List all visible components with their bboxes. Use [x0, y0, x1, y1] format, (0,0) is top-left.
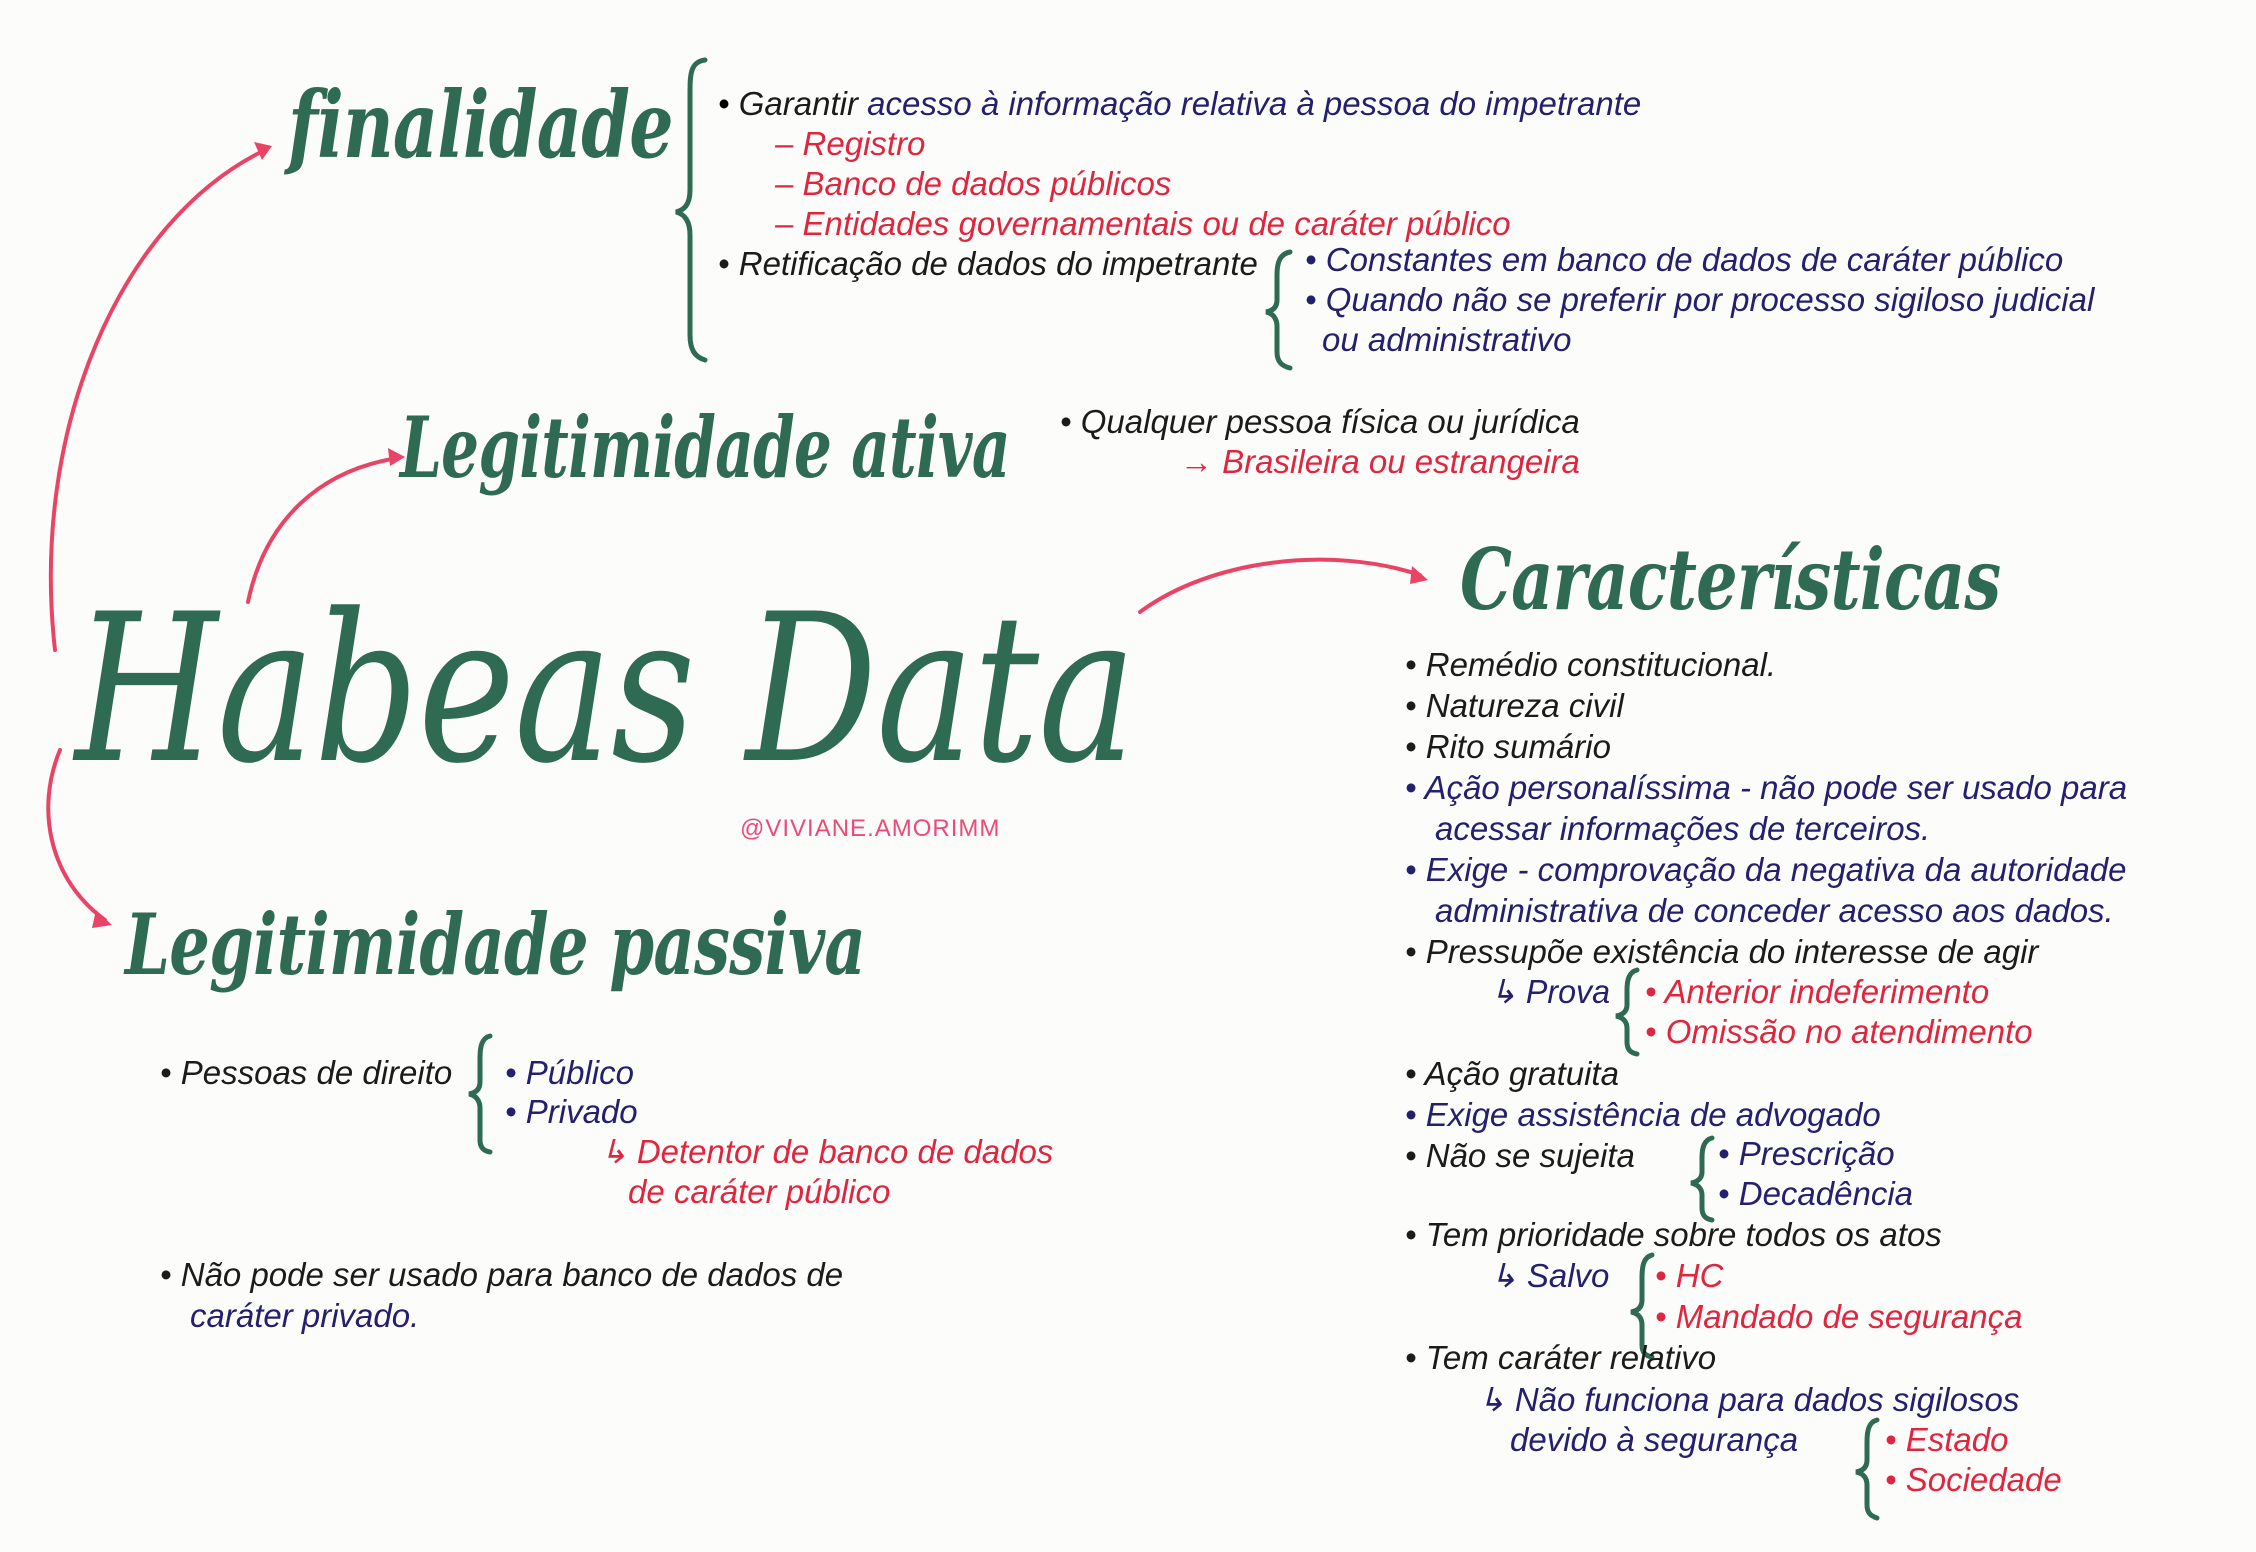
- relativo-sub: ↳ Não funciona para dados sigilosos: [1478, 1381, 2020, 1418]
- relativo-subs-1: • Estado: [1885, 1421, 2009, 1458]
- passiva-detail-cont: de caráter público: [628, 1173, 891, 1210]
- arrowhead-caracteristicas: [1410, 566, 1428, 584]
- finalidade-sub-3: – Entidades governamentais ou de caráter…: [775, 205, 1511, 242]
- caracteristicas-title: Características: [1460, 530, 2001, 629]
- passiva-item: • Pessoas de direito: [160, 1054, 453, 1091]
- carac-item-cont: acessar informações de terceiros.: [1435, 810, 1931, 847]
- author-signature: @VIVIANE.AMORIMM: [740, 815, 1001, 842]
- finalidade-item-retificacao: • Retificação de dados do impetrante: [718, 245, 1258, 282]
- item-rest: acesso à informação relativa à pessoa do…: [867, 85, 1642, 122]
- carac-item: • Ação personalíssima - não pode ser usa…: [1405, 769, 2128, 806]
- salvo-sub-2: • Mandado de segurança: [1655, 1298, 2023, 1335]
- passiva-note-cont: caráter privado.: [190, 1297, 420, 1334]
- passiva-sub-1: • Público: [505, 1054, 634, 1091]
- relativo-sub-cont: devido à segurança: [1510, 1421, 1799, 1458]
- ativa-sub: → Brasileira ou estrangeira: [1180, 443, 1580, 480]
- passiva-detail: ↳ Detentor de banco de dados: [600, 1133, 1054, 1170]
- sujeita-sub-1: • Prescrição: [1718, 1135, 1895, 1172]
- finalidade-sub-1: – Registro: [775, 125, 926, 162]
- sujeita-sub-2: • Decadência: [1718, 1175, 1914, 1212]
- carac-item: • Natureza civil: [1405, 687, 1624, 724]
- carac-item: • Pressupõe existência do interesse de a…: [1405, 933, 2039, 970]
- salvo-label: ↳ Salvo: [1490, 1257, 1610, 1294]
- brace-retificacao: [1265, 249, 1293, 371]
- brace-prova: [1615, 967, 1640, 1057]
- carac-item: • Tem caráter relativo: [1405, 1339, 1717, 1376]
- retificacao-sub-2: • Quando não se preferir por processo si…: [1305, 281, 2095, 318]
- finalidade-title: finalidade: [288, 71, 674, 179]
- passiva-note: • Não pode ser usado para banco de dados…: [160, 1256, 844, 1293]
- arrow-to-caracteristicas: [1138, 557, 1422, 614]
- passiva-sub-2: • Privado: [505, 1093, 638, 1130]
- salvo-sub-1: • HC: [1655, 1257, 1724, 1294]
- carac-item: • Remédio constitucional.: [1405, 646, 1777, 683]
- brace-sujeita: [1690, 1135, 1715, 1223]
- carac-item: • Tem prioridade sobre todos os atos: [1405, 1216, 1942, 1253]
- carac-item: • Ação gratuita: [1405, 1055, 1619, 1092]
- arrowhead-passiva: [92, 910, 112, 928]
- relativo-subs-2: • Sociedade: [1885, 1461, 2062, 1498]
- central-title: Habeas Data: [75, 571, 1136, 809]
- carac-item-cont: administrativa de conceder acesso aos da…: [1435, 892, 2114, 929]
- ativa-title: Legitimidade ativa: [400, 398, 1010, 497]
- brace-finalidade: [675, 57, 708, 363]
- prova-sub-1: • Anterior indeferimento: [1645, 973, 1990, 1010]
- prova-label: ↳ Prova: [1490, 973, 1611, 1010]
- passiva-title: Legitimidade passiva: [125, 895, 866, 994]
- carac-item: • Rito sumário: [1405, 728, 1611, 765]
- finalidade-item-acesso: • Garantir acesso à informação relativa …: [718, 85, 1642, 122]
- ativa-item: • Qualquer pessoa física ou jurídica: [1060, 403, 1580, 440]
- carac-item: • Exige assistência de advogado: [1405, 1096, 1881, 1133]
- brace-relativo: [1855, 1417, 1880, 1521]
- retificacao-sub-2-cont: ou administrativo: [1322, 321, 1572, 358]
- carac-item: • Não se sujeita: [1405, 1137, 1635, 1174]
- finalidade-sub-2: – Banco de dados públicos: [775, 165, 1172, 202]
- item-lead: Garantir: [738, 85, 858, 122]
- carac-item: • Exige - comprovação da negativa da aut…: [1405, 851, 2127, 888]
- prova-sub-2: • Omissão no atendimento: [1645, 1013, 2033, 1050]
- brace-passiva: [468, 1033, 493, 1155]
- retificacao-sub-1: • Constantes em banco de dados de caráte…: [1305, 241, 2064, 278]
- arrowhead-finalidade: [254, 142, 272, 160]
